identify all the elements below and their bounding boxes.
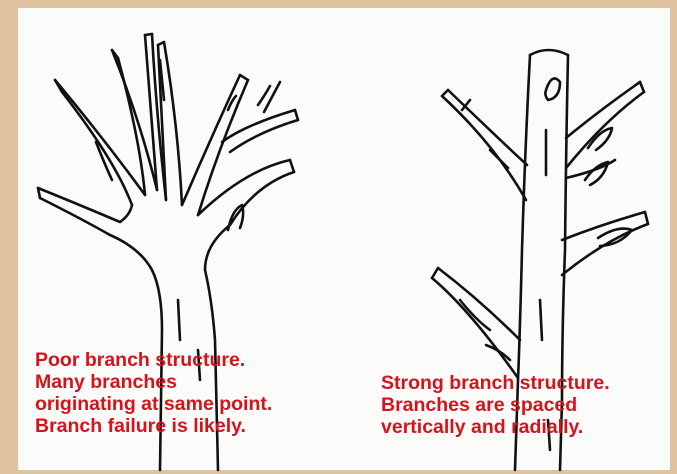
left-tree-caption: Poor branch structure. Many branches ori… xyxy=(35,349,272,437)
right-caption-line: Strong branch structure. xyxy=(381,372,610,394)
left-caption-line: Poor branch structure. xyxy=(35,349,272,371)
left-tree-branch-upper-right xyxy=(182,75,240,205)
left-caption-line: Branch failure is likely. xyxy=(35,415,272,437)
left-caption-line: originating at same point. xyxy=(35,393,272,415)
right-caption-line: Branches are spaced xyxy=(381,394,610,416)
right-tree-branch-upper-left xyxy=(442,96,526,200)
right-tree-caption: Strong branch structure. Branches are sp… xyxy=(381,372,610,438)
right-tree-branch-upper-right xyxy=(566,82,640,138)
right-tree-branch-lower-left xyxy=(438,268,520,340)
right-tree-top-knot xyxy=(545,78,560,100)
left-tree-branch-upper-left xyxy=(62,92,132,205)
right-caption-line: vertically and radially. xyxy=(381,416,610,438)
left-caption-line: Many branches xyxy=(35,371,272,393)
